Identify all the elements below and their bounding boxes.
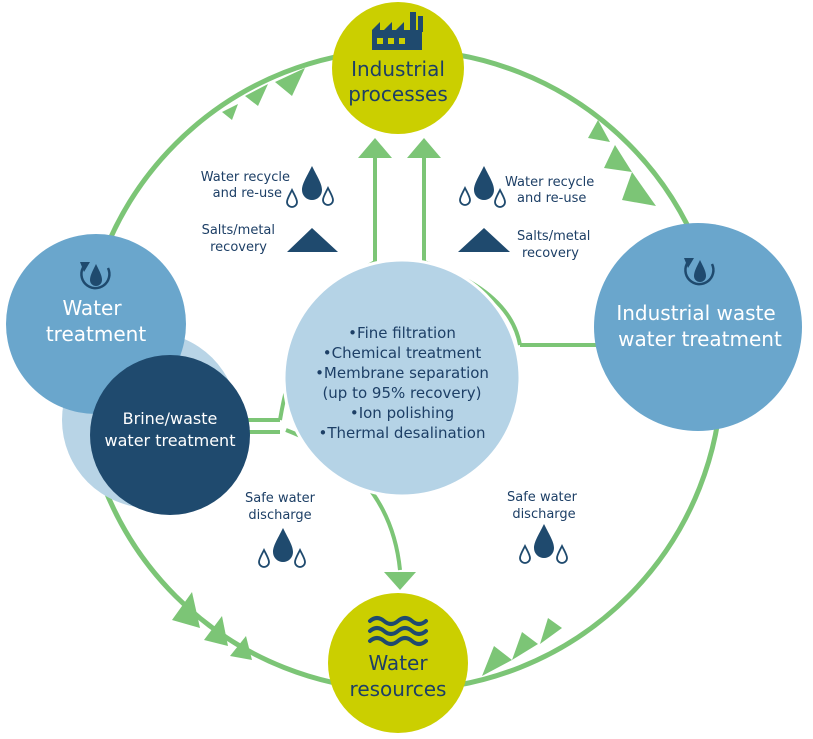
center-processes-list: •Fine filtration •Chemical treatment •Me… [315, 324, 489, 442]
cycle-arrowhead [482, 646, 512, 676]
left-discharge-label-1: Safe water [245, 491, 316, 506]
recycle-drop-icon [684, 258, 715, 286]
factory-icon [372, 12, 423, 50]
salt-pile-icon [287, 228, 338, 252]
cycle-arrowhead [622, 172, 656, 206]
water-resources-label-1: Water [368, 651, 428, 675]
waste-water-treatment-label-1: Industrial waste [616, 301, 775, 325]
brine-treatment-label-2: water treatment [105, 431, 236, 450]
water-treatment-label-1: Water [62, 296, 122, 320]
industrial-processes-label-1: Industrial [351, 57, 445, 81]
left-salts-label-2: recovery [210, 240, 267, 255]
water-treatment-label-2: treatment [46, 322, 146, 346]
cycle-arrowhead [230, 636, 252, 660]
center-item: •Fine filtration [348, 324, 456, 342]
center-item: •Membrane separation [315, 364, 489, 382]
cycle-arrowhead [172, 592, 200, 628]
brine-treatment-label-1: Brine/waste [123, 409, 218, 428]
salt-pile-icon [458, 228, 510, 252]
cycle-arrowhead [245, 84, 268, 106]
water-drops-icon [459, 166, 506, 208]
water-drops-icon [286, 166, 334, 208]
recycle-drop-icon [80, 262, 111, 290]
right-salts-label-1: Salts/metal [517, 229, 590, 244]
center-processes-circle [282, 258, 522, 498]
right-discharge-label-2: discharge [512, 507, 575, 522]
right-discharge-label-1: Safe water [507, 490, 578, 505]
connector-arrowheads [358, 138, 441, 590]
center-item: •Chemical treatment [323, 344, 482, 362]
water-resources-label-2: resources [350, 677, 447, 701]
waste-water-treatment-label-2: water treatment [618, 327, 782, 351]
center-item: (up to 95% recovery) [322, 384, 481, 402]
brine-treatment-node [90, 355, 250, 515]
cycle-arrowhead [512, 632, 538, 660]
water-drops-icon [258, 528, 306, 568]
cycle-arrowhead [588, 120, 610, 142]
cycle-arrowhead [540, 618, 562, 644]
cycle-arrowhead [275, 68, 305, 96]
industrial-processes-node [332, 2, 464, 134]
water-drops-icon [519, 524, 568, 564]
right-recycle-label-1: Water recycle [505, 175, 594, 190]
waste-water-treatment-node [594, 223, 802, 431]
left-salts-label-1: Salts/metal [202, 223, 275, 238]
connector-arrowhead-up-left [358, 138, 392, 158]
right-salts-label-2: recovery [522, 246, 579, 261]
cycle-arrows [172, 68, 656, 676]
cycle-arrowhead [604, 145, 632, 172]
cycle-arrowhead [204, 616, 228, 646]
left-recycle-label-1: Water recycle [201, 170, 290, 185]
connector-arrowhead-up-right [407, 138, 441, 158]
right-recycle-label-2: and re-use [517, 191, 586, 206]
center-item: •Ion polishing [350, 404, 454, 422]
waves-icon [368, 616, 428, 646]
left-discharge-label-2: discharge [248, 508, 311, 523]
center-item: •Thermal desalination [319, 424, 486, 442]
industrial-processes-label-2: processes [348, 82, 448, 106]
water-resources-node [328, 593, 468, 733]
connector-arrowhead-down [384, 572, 416, 590]
cycle-arrowhead [222, 104, 238, 120]
left-recycle-label-2: and re-use [213, 186, 282, 201]
